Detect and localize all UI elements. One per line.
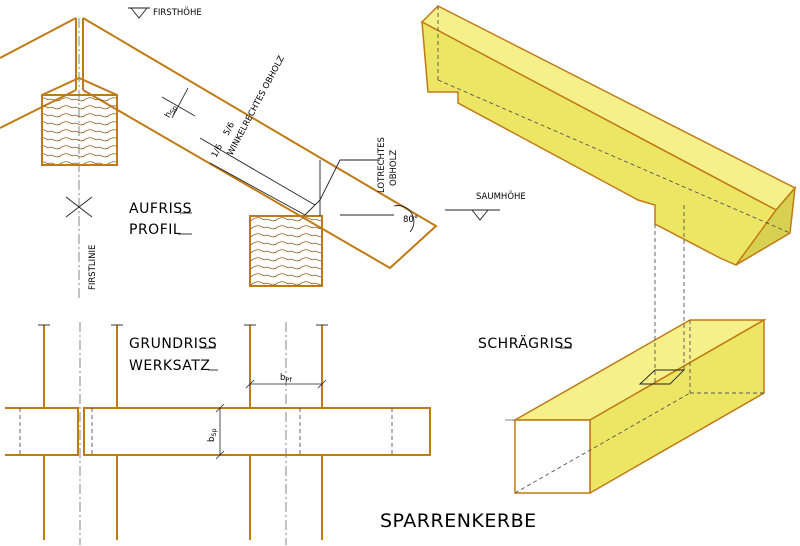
- label-angle: 80°: [403, 215, 418, 225]
- oblique-view: [420, 5, 797, 495]
- oblique-hidden-2: [437, 79, 791, 234]
- rafter-end-face: [735, 185, 797, 266]
- left-rafter-top: [0, 17, 77, 59]
- label-bsp: bSp: [207, 428, 218, 442]
- bpf-tick-right: [317, 379, 327, 389]
- hsp-dimension: [171, 87, 189, 119]
- purlin-hidden-1: [514, 392, 691, 494]
- purlin-notch-ridge: [41, 76, 118, 96]
- axis-cross: [65, 196, 93, 218]
- lotrecht-leader: [304, 159, 380, 216]
- angle-arc: [393, 205, 415, 233]
- right-rafter: [82, 17, 438, 270]
- label-grundriss: GRUNDRISS: [129, 336, 217, 352]
- label-bpf: bPf: [280, 373, 292, 384]
- eave-purlin: [249, 215, 323, 287]
- label-profil: PROFIL: [129, 222, 181, 238]
- eave-height-marker: [445, 209, 500, 221]
- diagram-title: SPARRENKERBE: [380, 510, 537, 532]
- bsp-tick-top: [215, 403, 225, 413]
- label-aufriss: AUFRISS: [129, 201, 192, 217]
- ridge-purlin: [41, 94, 118, 166]
- bpf-tick-left: [245, 379, 255, 389]
- elevation-view: [0, 7, 500, 300]
- bsp-tick-bottom: [215, 450, 225, 460]
- plan-rafter-right: [83, 407, 431, 456]
- label-obholz: OBHOLZ: [389, 150, 399, 186]
- label-firsthoehe: FIRSTHÖHE: [153, 7, 202, 18]
- label-winkelrechtes: WINKELRECHTES OBHOLZ: [226, 54, 287, 157]
- label-lotrechtes: LOTRECHTES: [377, 137, 387, 193]
- label-werksatz: WERKSATZ: [129, 358, 210, 374]
- notch-line-1-6: [209, 162, 306, 216]
- plan-view: [5, 322, 431, 545]
- plan-rafter-left: [5, 407, 79, 456]
- label-schraegriss: SCHRÄGRISS: [478, 334, 573, 352]
- label-hsp: hSp: [163, 103, 179, 120]
- label-saumhoehe: SAUMHÖHE: [476, 191, 526, 202]
- purlin-end-face: [514, 419, 591, 494]
- notch-line-5-6: [199, 137, 316, 206]
- rafter-side-face: [421, 20, 777, 266]
- label-firstlinie: FIRSTLINIE: [88, 245, 98, 290]
- ridge-height-marker: [128, 7, 150, 19]
